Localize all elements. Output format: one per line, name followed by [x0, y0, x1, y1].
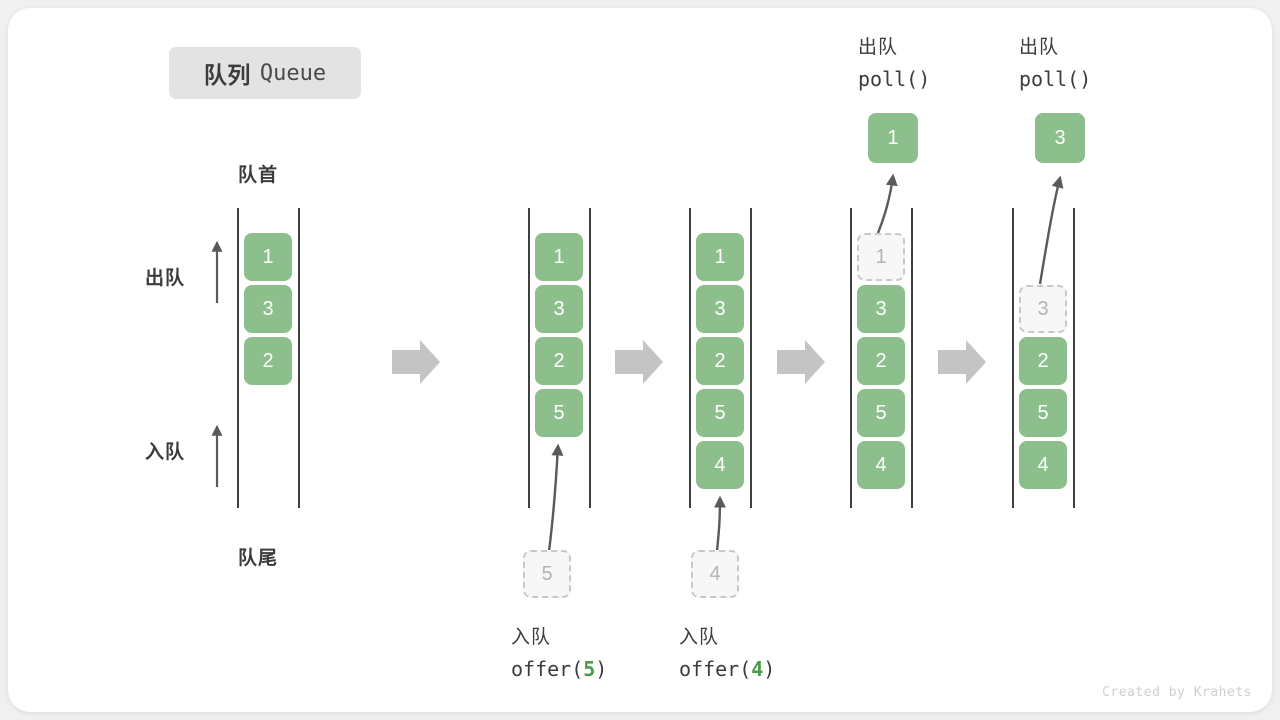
op-label-enqueue-5: 入队 [511, 627, 552, 648]
op-code-close: ) [763, 657, 776, 681]
op-code-arg: 4 [751, 657, 764, 681]
queue-node[interactable]: 5 [535, 389, 583, 437]
op-code-offer-5: offer(5) [511, 657, 607, 681]
queue-node[interactable]: 4 [1019, 441, 1067, 489]
op-label-enqueue-4: 入队 [679, 627, 720, 648]
outgoing-ghost-node[interactable]: 3 [1019, 285, 1067, 333]
queue-node[interactable]: 5 [696, 389, 744, 437]
title-badge: 队列 Queue [169, 47, 361, 99]
queue-node[interactable]: 2 [535, 337, 583, 385]
incoming-ghost-node[interactable]: 5 [523, 550, 571, 598]
op-label-dequeue-1: 出队 [858, 37, 899, 58]
queue-node[interactable]: 3 [696, 285, 744, 333]
queue-node[interactable]: 4 [857, 441, 905, 489]
diagram-card [8, 8, 1272, 712]
queue-node[interactable]: 3 [244, 285, 292, 333]
dequeue-side-label: 出队 [145, 268, 186, 289]
queue-node[interactable]: 2 [696, 337, 744, 385]
queue-node[interactable]: 1 [244, 233, 292, 281]
watermark-credit: Created by Krahets [1102, 685, 1252, 700]
queue-node[interactable]: 2 [244, 337, 292, 385]
dequeued-node[interactable]: 3 [1035, 113, 1085, 163]
queue-node[interactable]: 4 [696, 441, 744, 489]
queue-node[interactable]: 2 [857, 337, 905, 385]
queue-node[interactable]: 3 [857, 285, 905, 333]
op-code-poll-1: poll() [858, 67, 931, 91]
queue-node[interactable]: 5 [857, 389, 905, 437]
op-code-fn: offer( [679, 657, 752, 681]
queue-node[interactable]: 1 [696, 233, 744, 281]
queue-head-label: 队首 [238, 165, 279, 186]
outgoing-ghost-node[interactable]: 1 [857, 233, 905, 281]
op-code-offer-4: offer(4) [679, 657, 775, 681]
queue-node[interactable]: 5 [1019, 389, 1067, 437]
op-code-poll-2: poll() [1019, 67, 1092, 91]
enqueue-side-label: 入队 [145, 442, 186, 463]
incoming-ghost-node[interactable]: 4 [691, 550, 739, 598]
queue-node[interactable]: 1 [535, 233, 583, 281]
title-chinese: 队列 [203, 62, 251, 88]
dequeued-node[interactable]: 1 [868, 113, 918, 163]
queue-node[interactable]: 3 [535, 285, 583, 333]
op-code-fn: offer( [511, 657, 584, 681]
op-label-dequeue-3: 出队 [1019, 37, 1060, 58]
title-english: Queue [259, 60, 327, 86]
queue-tail-label: 队尾 [238, 548, 279, 569]
op-code-arg: 5 [583, 657, 596, 681]
op-code-close: ) [595, 657, 608, 681]
queue-node[interactable]: 2 [1019, 337, 1067, 385]
